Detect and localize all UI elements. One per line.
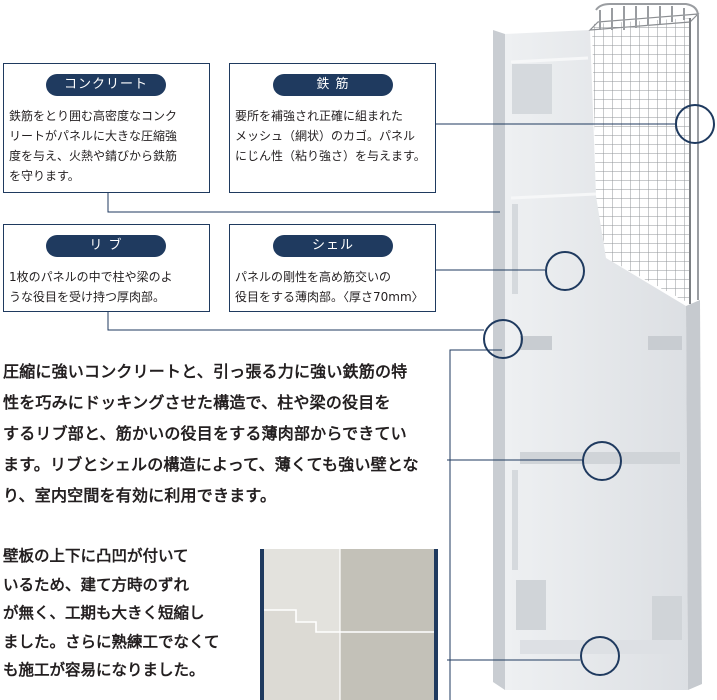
panel-side-face (493, 30, 505, 690)
joint-detail-inset (255, 549, 438, 700)
circle-rib-middle (582, 441, 622, 481)
highlight-circles (483, 104, 715, 676)
callout-rebar: 鉄 筋 要所を補強され正確に組まれた メッシュ（網状）のカゴ。パネル にじん性（… (229, 63, 436, 193)
callout-concrete: コンクリート 鉄筋をとり囲む高密度なコンク リートがパネルに大きな圧縮強 度を与… (3, 63, 210, 193)
callout-rebar-text: 要所を補強され正確に組まれた メッシュ（網状）のカゴ。パネル にじん性（粘り強さ… (235, 109, 426, 163)
callout-concrete-title: コンクリート (46, 74, 166, 96)
panel-recesses (512, 64, 682, 654)
callout-rib: リ ブ 1枚のパネルの中で柱や梁のよ うな役目を受け持つ厚肉部。 (3, 224, 210, 312)
rebar-mesh (588, 3, 700, 304)
circle-rib (483, 319, 523, 359)
callout-shell-title: シェル (273, 235, 393, 257)
joint-description: 壁板の上下に凸凹が付いて いるため、建て方時のずれ が無く、工期も大きく短縮し … (3, 547, 220, 679)
callout-shell-text: パネルの剛性を高め筋交いの 役目をする薄肉部。〈厚さ70mm〉 (235, 270, 424, 304)
circle-rebar (675, 104, 715, 144)
callout-rib-text: 1枚のパネルの中で柱や梁のよ うな役目を受け持つ厚肉部。 (9, 270, 173, 304)
callout-rebar-title: 鉄 筋 (273, 74, 393, 96)
callout-rib-title: リ ブ (46, 235, 166, 257)
circle-joint (580, 636, 620, 676)
circle-shell (545, 251, 585, 291)
leader-lines (107, 123, 675, 700)
panel-right-edge (686, 300, 702, 690)
main-description: 圧縮に強いコンクリートと、引っ張る力に強い鉄筋の特 性を巧みにドッキングさせた構… (3, 362, 419, 505)
callout-concrete-text: 鉄筋をとり囲む高密度なコンク リートがパネルに大きな圧縮強 度を与え、火熱や錆び… (9, 109, 178, 183)
callout-shell: シェル パネルの剛性を高め筋交いの 役目をする薄肉部。〈厚さ70mm〉 (229, 224, 436, 312)
rib-frames (510, 56, 597, 200)
